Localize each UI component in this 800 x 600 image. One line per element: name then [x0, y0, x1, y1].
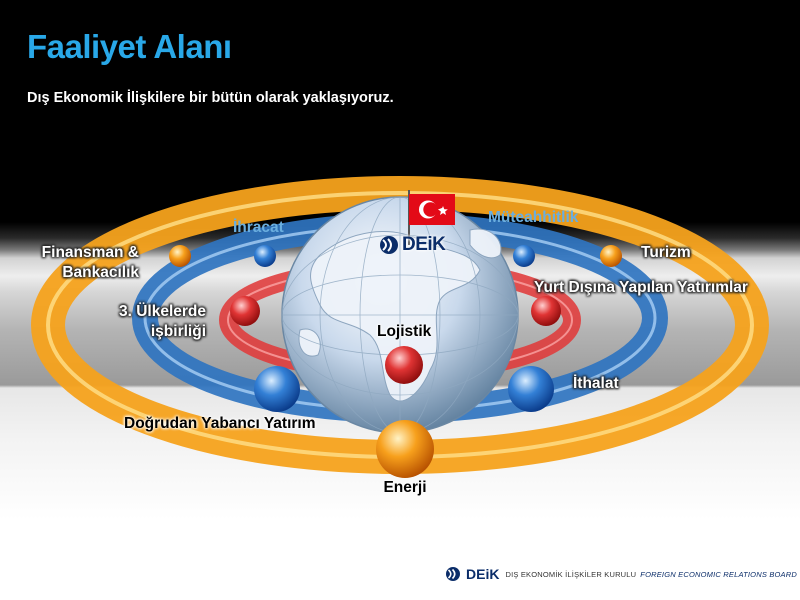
page-title: Faaliyet Alanı [27, 28, 232, 65]
label-lojistik: Lojistik [377, 323, 432, 340]
label-yurt-disina: Yurt Dışına Yapılan Yatırımlar [534, 279, 748, 296]
turkish-flag-icon [408, 190, 455, 245]
label-finansman: Finansman & Bankacılık [41, 244, 139, 281]
deik-footer-logo-icon [446, 567, 460, 581]
globe-icon [281, 196, 519, 434]
footer-logo-text: DEiK [466, 566, 500, 582]
sphere-finansman [169, 245, 191, 267]
label-dogrudan: Doğrudan Yabancı Yatırım [124, 415, 316, 432]
hero-panel: Faaliyet Alanı Dış Ekonomik İlişkilere b… [0, 0, 800, 520]
footer-logo: DEiK DIŞ EKONOMİK İLİŞKİLER KURULU FOREI… [442, 566, 797, 582]
sphere-ihracat [254, 245, 276, 267]
footer-org-en: FOREIGN ECONOMIC RELATIONS BOARD [640, 569, 797, 579]
label-turizm: Turizm [641, 244, 691, 261]
sphere-yurt-disina [531, 296, 561, 326]
label-enerji: Enerji [383, 479, 427, 496]
page-subtitle: Dış Ekonomik İlişkilere bir bütün olarak… [27, 90, 394, 106]
sphere-dogrudan [254, 366, 300, 412]
sphere-ulkeler [230, 296, 260, 326]
label-ulkeler: 3. Ülkelerde işbirliği [118, 303, 206, 340]
hub-logo-text: DEiK [402, 234, 446, 255]
hub-logo: DEiK [378, 234, 446, 256]
sphere-muteahhitlik [513, 245, 535, 267]
label-muteahhitlik: Müteahhitlik [488, 209, 579, 226]
orbit-diagram [31, 176, 769, 478]
sphere-turizm [600, 245, 622, 267]
sphere-lojistik [385, 346, 423, 384]
deik-logo-icon [380, 236, 398, 254]
sphere-ithalat [508, 366, 554, 412]
label-ihracat: İhracat [233, 219, 284, 236]
footer-org-tr: DIŞ EKONOMİK İLİŞKİLER KURULU [505, 569, 637, 579]
label-ithalat: İthalat [573, 375, 619, 392]
sphere-enerji [376, 420, 434, 478]
